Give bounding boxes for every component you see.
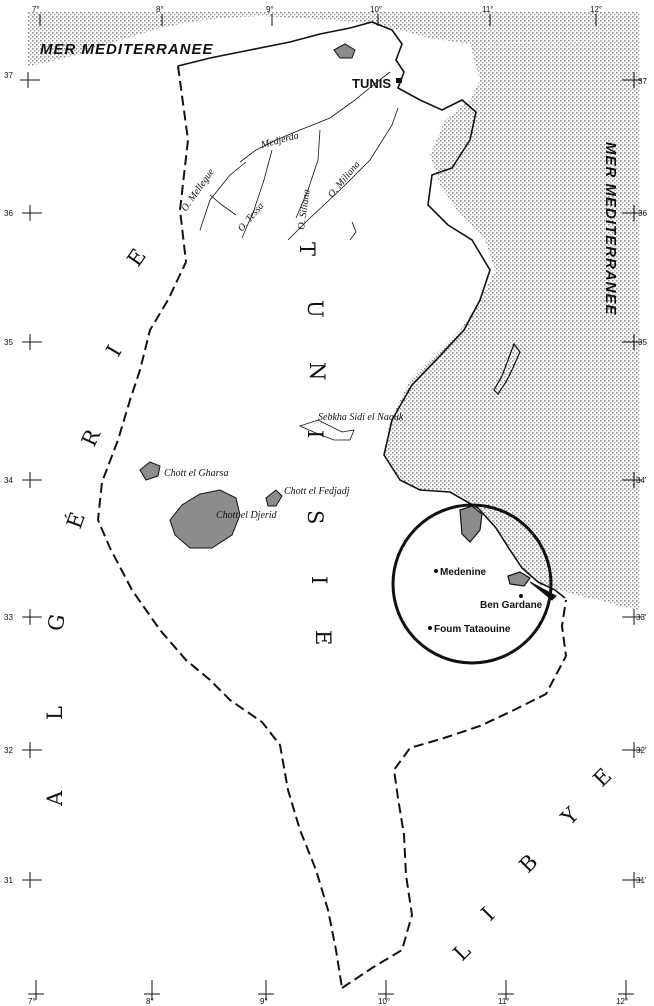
tunisia-letter-1: T: [295, 242, 319, 256]
river-mellegue-line: [199, 161, 247, 231]
lat-label-right-37: 37: [638, 77, 647, 86]
grid-ticks: [20, 14, 642, 1000]
lake-ichkeul: [333, 43, 356, 59]
lat-label-right-33: 33': [636, 613, 647, 622]
lake-label-fedjadj: Chott el Fedjadj: [284, 486, 350, 497]
lake-label-djerid: Chott el Djerid: [216, 510, 278, 521]
river-label-tessa: O. Tessa: [236, 201, 266, 234]
lat-label-left-35: 35: [4, 338, 13, 347]
libya-letter-2: I: [477, 903, 500, 926]
libya-letter-5: E: [589, 764, 617, 792]
study-area-circle: [391, 503, 553, 665]
island-djerba: [507, 571, 531, 587]
capital-label-tunis: TUNIS: [352, 76, 391, 91]
tunisia-letter-6: I: [307, 576, 331, 584]
lon-label-top-12: 12°: [590, 5, 602, 14]
city-label-medenine: Medenine: [440, 567, 487, 578]
river-network: [199, 71, 399, 241]
tunis-marker: [396, 78, 402, 83]
algeria-letter-6: I: [102, 341, 127, 360]
lake-chott-el-djerid: [169, 489, 241, 549]
lon-label-bottom-12: 12°: [616, 997, 628, 1006]
ben-gardane-dot: [519, 594, 523, 598]
libya-tunisia-border: [341, 599, 568, 989]
river-label-miliana: O. Miliana: [326, 159, 363, 200]
tunisia-letter-2: U: [303, 300, 327, 318]
algeria-letter-1: A: [43, 790, 67, 807]
algeria-letter-2: L: [43, 706, 67, 720]
libya-letter-4: Y: [556, 802, 584, 830]
lat-label-left-34: 34: [4, 476, 13, 485]
lat-label-right-32: 32': [636, 746, 647, 755]
medenine-dot: [434, 569, 438, 573]
city-label-ben-gardane: Ben Gardane: [480, 600, 543, 611]
sea-stipple-north: [28, 12, 640, 66]
river-siliana-line: [295, 129, 321, 219]
lon-label-bottom-7: 7°: [28, 997, 36, 1006]
lon-label-bottom-9: 9°: [260, 997, 268, 1006]
lon-label-top-7: 7°: [32, 5, 40, 14]
tunisia-letter-4: I: [303, 430, 327, 438]
lake-chott-el-gharsa: [139, 461, 161, 481]
lat-label-right-36: 36: [638, 209, 647, 218]
river-label-siliana: O. Siliana: [296, 189, 313, 231]
lat-label-left-33: 33: [4, 613, 13, 622]
lake-chott-el-fedjadj: [265, 489, 283, 507]
sea-label-north: MER MEDITERRANEE: [40, 41, 214, 58]
lat-label-left-36: 36: [4, 209, 13, 218]
lat-label-right-34: 34': [636, 476, 647, 485]
river-tributary-1: [209, 194, 237, 216]
foum-tataouine-dot: [428, 626, 432, 630]
tunisia-letter-7: E: [311, 630, 335, 645]
river-medjerda-line: [239, 71, 391, 163]
lake-label-sebkha: Sebkha Sidi el Naouk: [318, 412, 404, 423]
lon-label-top-11: 11°: [482, 5, 494, 14]
lat-label-right-31: 31': [636, 876, 647, 885]
libya-letter-3: B: [515, 850, 543, 878]
tunisia-letter-3: N: [305, 362, 329, 380]
algeria-letter-5: R: [77, 425, 106, 451]
river-label-medjerda: Medjerda: [259, 130, 300, 151]
arrow-marker: [529, 581, 557, 601]
island-kerkennah: [493, 342, 521, 395]
lon-label-top-9: 9°: [266, 5, 274, 14]
bay-gabes: [459, 505, 483, 543]
lake-sebkha-sidi-el-naouk: [298, 419, 355, 441]
lat-label-left-37: 37: [4, 71, 13, 80]
tunisia-coastline: [177, 21, 566, 599]
lake-label-gharsa: Chott el Gharsa: [164, 468, 228, 479]
libya-letter-1: L: [449, 939, 476, 966]
lon-label-top-10: 10°: [370, 5, 382, 14]
lat-label-left-31: 31: [4, 876, 13, 885]
lon-label-top-8: 8°: [156, 5, 164, 14]
sea-label-east: MER MEDITERRANEE: [602, 142, 619, 316]
river-miliana-line: [287, 107, 399, 241]
lon-label-bottom-10: 10°: [378, 997, 390, 1006]
lon-label-bottom-11: 11°: [498, 997, 510, 1006]
lon-label-bottom-8: 8°: [146, 997, 154, 1006]
river-tessa-line: [241, 149, 273, 239]
algeria-letter-7: E: [122, 245, 150, 271]
sea-stipple-east: [384, 40, 640, 610]
river-tributary-2: [349, 221, 357, 241]
algeria-letter-4: É: [62, 509, 90, 532]
lat-label-right-35: 35: [638, 338, 647, 347]
lat-label-left-32: 32: [4, 746, 13, 755]
algeria-letter-3: G: [43, 612, 70, 633]
city-label-foum-tataouine: Foum Tataouine: [434, 624, 511, 635]
tunisia-letter-5: S: [303, 510, 327, 524]
